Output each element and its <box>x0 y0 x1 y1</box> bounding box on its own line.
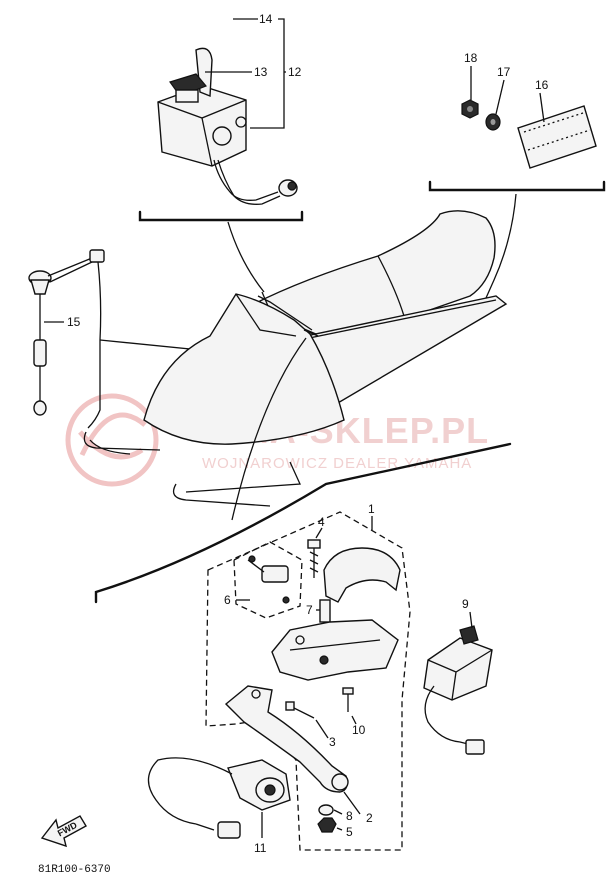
callout-3: 10 <box>352 723 366 737</box>
callout-7: 7 <box>306 603 313 617</box>
throttle-bracket <box>271 619 399 681</box>
leader-16 <box>539 92 545 123</box>
assembly-boundary <box>205 511 411 851</box>
callout-12: 12 <box>288 65 302 79</box>
callout-1: 1 <box>368 502 375 516</box>
leader-2 <box>343 791 361 815</box>
inset-divider-left <box>138 210 304 222</box>
callout-2: 2 <box>366 811 373 825</box>
left-ski <box>83 431 161 451</box>
callout-6: 6 <box>224 593 231 607</box>
throttle-cover <box>323 547 401 603</box>
harness-wire-4 <box>261 291 319 337</box>
relay-unit-10: 9 <box>423 597 493 755</box>
throttle-sensor-11: 11 <box>147 757 291 855</box>
throttle-lever <box>224 685 348 793</box>
fwd-arrow: FWD <box>40 815 87 848</box>
screw-8 <box>285 701 315 719</box>
screw-3 <box>342 687 354 712</box>
screw-4 <box>307 539 321 578</box>
watermark-subtitle: WOJNAROWICZ DEALER YAMAHA <box>202 455 472 472</box>
bushing-7 <box>319 599 331 623</box>
inset-top-right: 18 17 16 <box>428 51 606 192</box>
callout-9: 8 <box>346 809 353 823</box>
right-ski <box>172 483 271 507</box>
callout-16: 16 <box>535 78 549 92</box>
callout-10: 9 <box>462 597 469 611</box>
washer-17 <box>485 113 501 131</box>
nut-5 <box>317 817 337 833</box>
leader-14 <box>233 18 285 129</box>
leader-10 <box>469 611 473 629</box>
inset-top-left: 14 13 12 <box>138 12 304 222</box>
seat <box>248 210 496 341</box>
leader-9 <box>333 809 343 815</box>
harness-wire-3 <box>231 337 307 521</box>
reflector-16 <box>517 105 597 169</box>
callout-18: 18 <box>464 51 478 65</box>
harness-wire-2 <box>485 193 517 299</box>
callout-13: 13 <box>254 65 268 79</box>
watermark-logo <box>65 393 159 487</box>
nut-18 <box>461 99 479 119</box>
leader-4 <box>315 527 323 539</box>
section-divider <box>94 442 512 604</box>
leader-8 <box>315 719 329 739</box>
snowmobile-body <box>83 210 508 507</box>
leader-3 <box>351 715 357 725</box>
hood <box>143 293 345 445</box>
washer-9 <box>318 804 334 816</box>
stop-switch-assembly: 15 <box>28 249 243 429</box>
callout-11: 11 <box>254 841 267 855</box>
throttle-assembly: 1 4 6 7 <box>205 502 411 851</box>
switch-6 <box>247 555 290 604</box>
leader-17 <box>495 79 505 115</box>
inset-divider-right <box>428 180 606 192</box>
harness-wire-1 <box>227 221 265 293</box>
callout-17: 17 <box>497 65 511 79</box>
reference-code: 81R100-6370 <box>38 864 111 876</box>
callout-14: 14 <box>259 12 273 26</box>
callout-15: 15 <box>67 315 81 329</box>
tank-assembly <box>157 47 298 205</box>
subassembly-6-boundary <box>233 541 303 619</box>
callout-5: 5 <box>346 825 353 839</box>
callout-4: 4 <box>318 515 325 529</box>
callout-8: 3 <box>329 735 336 749</box>
leader-5 <box>336 827 343 831</box>
